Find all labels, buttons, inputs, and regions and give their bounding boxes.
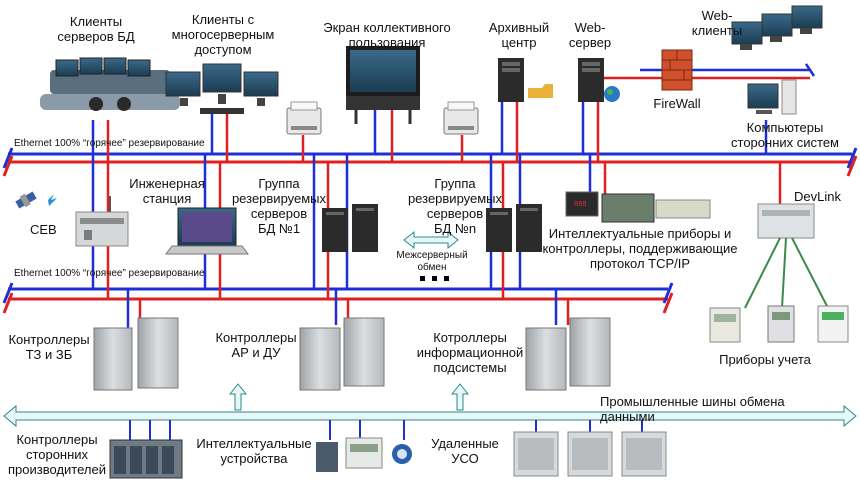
label-meters: Приборы учета	[719, 352, 811, 367]
label-db-clients: Клиенты серверов БД	[57, 14, 135, 44]
collective-screen-icon	[346, 46, 420, 124]
ethernet-bus-mid	[2, 282, 674, 314]
multi-server-clients-icon	[165, 63, 279, 114]
laptop-icon	[165, 207, 249, 255]
fieldbus-drops	[129, 420, 643, 440]
tcp-devices-icon: 888	[565, 191, 711, 223]
label-ctrl-info: Котроллеры информационной подсистемы	[416, 330, 524, 375]
up-arrows	[228, 383, 470, 411]
cabinets-ar-icon	[299, 317, 385, 391]
fieldbus-arrow	[3, 404, 857, 428]
third-party-controllers-icon	[109, 439, 183, 479]
label-ctrl-tz: Контроллеры ТЗ и ЗБ	[8, 332, 90, 362]
db-server-group-n-icon	[486, 204, 542, 252]
satellite-icon	[15, 191, 57, 209]
label-multi-clients: Клиенты с многосерверным доступом	[171, 12, 275, 57]
control-room-icon	[40, 57, 180, 111]
label-smart-tcp: Интеллектуальные приборы и контроллеры, …	[542, 226, 738, 271]
label-ethernet-top: Ethernet 100% “горячее” резервирование	[14, 138, 205, 149]
web-server-icon	[578, 58, 620, 102]
ethernet-bus-top	[2, 147, 858, 177]
label-web-clients: Web- клиенты	[691, 8, 743, 38]
cabinets-tz-icon	[93, 317, 179, 391]
firewall-icon	[661, 49, 693, 91]
cabinets-info-icon	[525, 317, 611, 391]
archive-server-icon	[498, 58, 553, 102]
label-archive: Архивный центр	[488, 20, 550, 50]
label-third-party-pcs: Компьютеры сторонних систем	[731, 120, 839, 150]
label-smart-devices: Интеллектуальные устройства	[196, 436, 312, 466]
meters-icon	[709, 305, 849, 343]
db-server-group-1-icon	[322, 204, 378, 252]
label-eng-station: Инженерная станция	[129, 176, 205, 206]
smart-devices-icon	[316, 437, 412, 472]
sev-device-icon	[75, 196, 129, 247]
printer-icon	[286, 101, 322, 135]
svg-text:888: 888	[574, 201, 587, 209]
label-remote-io: Удаленные УСО	[431, 436, 499, 466]
label-collective-screen: Экран коллективного пользования	[323, 20, 451, 50]
devlink-icon	[744, 203, 829, 309]
label-ctrl-third: Контроллеры сторонних производителей	[8, 432, 106, 477]
third-party-pc-icon	[747, 79, 797, 115]
label-ctrl-ar: Контроллеры АР и ДУ	[215, 330, 297, 360]
label-sev: СЕВ	[30, 222, 57, 237]
label-group1: Группа резервируемых серверов БД №1	[231, 176, 327, 236]
label-firewall: FireWall	[653, 96, 701, 111]
label-devlink: DevLink	[794, 189, 841, 204]
web-clients-icon	[731, 5, 823, 50]
label-groupn: Группа резервируемых серверов БД №n	[407, 176, 503, 236]
remote-io-cabinets-icon	[513, 431, 667, 477]
label-fieldbus: Промышленные шины обмена данными	[600, 394, 785, 424]
label-web-server: Web- сервер	[568, 20, 612, 50]
label-interserver: Межсерверный обмен	[396, 250, 468, 273]
printer-icon-2	[443, 101, 479, 135]
label-ethernet-mid: Ethernet 100% “горячее” резервирование	[14, 268, 205, 279]
interserver-arrow-icon	[403, 230, 459, 281]
